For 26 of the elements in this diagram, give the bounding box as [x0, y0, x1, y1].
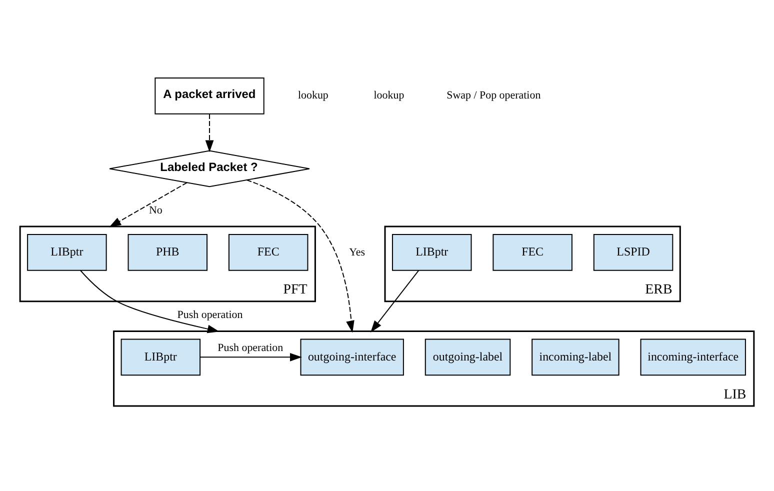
node-box: LIBptr [27, 234, 107, 270]
node-box: outgoing-label [424, 338, 511, 376]
arrow [205, 113, 214, 152]
node-diamond: Labeled Packet ? [109, 150, 310, 187]
label: lookup [374, 89, 404, 102]
label: lookup [298, 89, 328, 102]
arrow [200, 352, 302, 361]
node-box: incoming-label [532, 338, 620, 376]
arrow [246, 179, 354, 332]
node-box: incoming-interface [640, 338, 746, 376]
arrow [370, 269, 420, 332]
node-box: A packet arrived [154, 77, 264, 114]
edge-label: No [148, 204, 162, 216]
node-box: FEC [228, 234, 308, 270]
label: Swap / Pop operation [446, 89, 541, 102]
node-box: PHB [128, 234, 208, 270]
edge-label: Push operation [177, 308, 243, 321]
edge-label: Push operation [218, 341, 284, 354]
node-box: LIBptr [120, 338, 201, 376]
arrow [80, 270, 220, 333]
edge-label: Yes [349, 246, 366, 258]
node-box: LSPID [593, 234, 674, 270]
node-box: outgoing-interface [300, 338, 404, 376]
node-box: FEC [492, 234, 572, 270]
node-box: LIBptr [392, 234, 472, 270]
arrow [109, 182, 188, 227]
